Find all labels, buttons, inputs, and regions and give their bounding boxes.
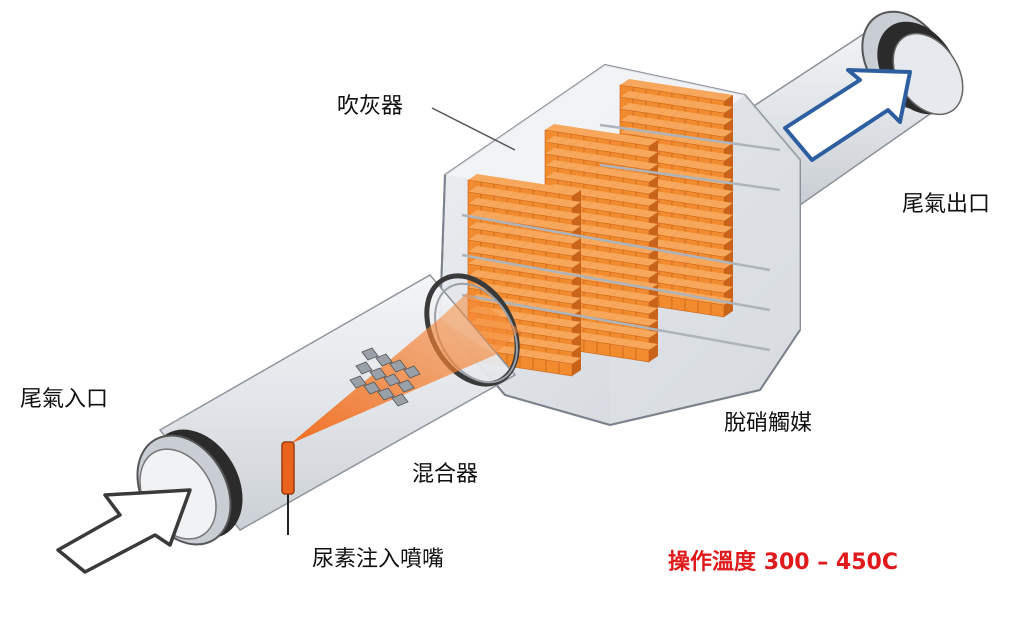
mixer-vane <box>397 379 415 393</box>
mixer-vane <box>377 387 395 401</box>
soot-blower-leader <box>431 107 516 151</box>
label-soot-blower: 吹灰器 <box>337 94 404 119</box>
denox-catalyst-blocks <box>467 79 733 377</box>
mixer-vane <box>375 353 393 367</box>
mixer-icon <box>349 347 421 407</box>
mixer-vane <box>383 373 401 387</box>
mixer-vane <box>355 361 373 375</box>
operating-temperature-range: 300 – 450C <box>763 550 898 575</box>
mixer-vane <box>363 381 381 395</box>
catalyst-brick <box>558 356 581 377</box>
label-exhaust-outlet: 尾氣出口 <box>902 192 991 217</box>
label-urea-nozzle: 尿素注入噴嘴 <box>312 547 445 572</box>
mixer-vane <box>391 393 409 407</box>
mixer-vane <box>361 347 379 361</box>
catalyst-brick <box>635 342 658 363</box>
label-exhaust-inlet: 尾氣入口 <box>20 387 109 412</box>
label-mixer: 混合器 <box>412 462 479 487</box>
label-denox-catalyst: 脫硝觸媒 <box>724 411 813 436</box>
inlet-arrow-icon <box>56 488 192 574</box>
operating-temperature: 操作溫度 300 – 450C <box>668 544 898 576</box>
outlet-arrow-icon <box>783 68 912 162</box>
operating-temperature-label: 操作溫度 <box>668 550 757 575</box>
soot-blower-rods <box>461 123 781 352</box>
mixer-vane <box>403 365 421 379</box>
mixer-vane <box>349 375 367 389</box>
nozzle-icon <box>281 441 295 535</box>
mixer-vane <box>369 367 387 381</box>
mixer-vane <box>389 359 407 373</box>
